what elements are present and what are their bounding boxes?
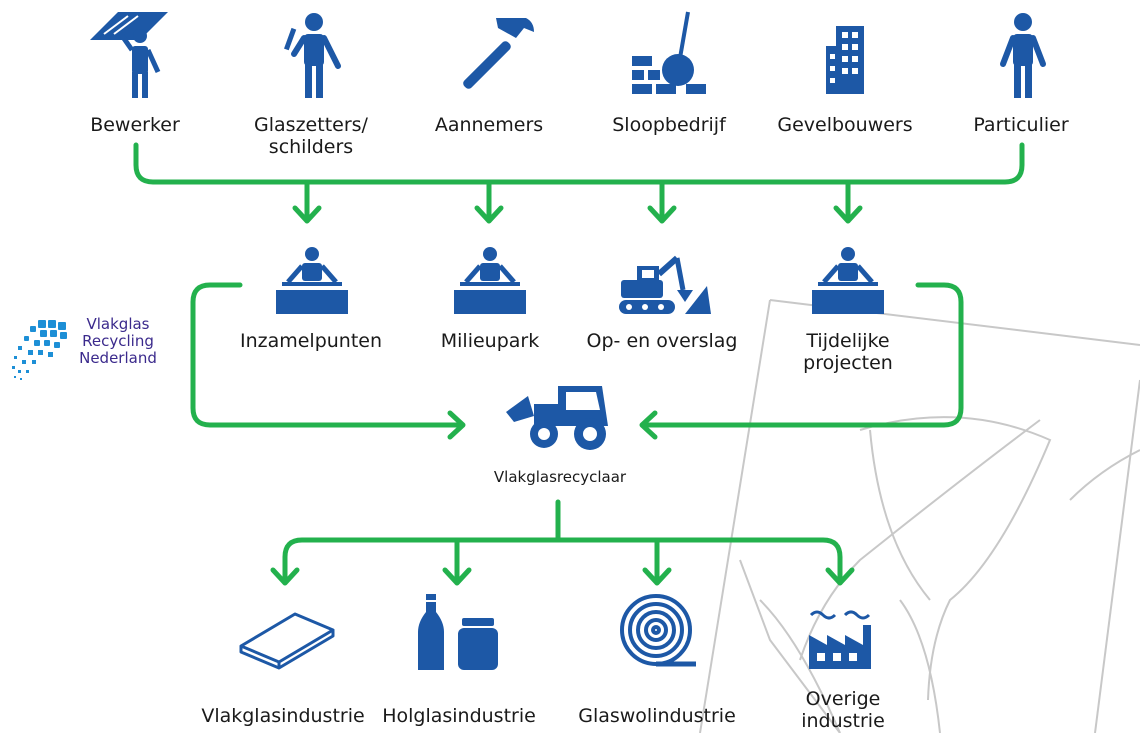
source-label-gevelbouwers: Gevelbouwers: [777, 114, 913, 136]
person-with-brush-icon: [284, 13, 341, 98]
glasswool-roll-icon: [620, 594, 696, 667]
glass-sheet-icon: [239, 612, 335, 670]
source-connector-line: [133, 142, 1025, 185]
collection-label-tijdelijke-projecten: Tijdelijke projecten: [803, 330, 893, 374]
bottle-and-jar-icon: [418, 594, 498, 670]
output-label-vlakglasindustrie: Vlakglasindustrie: [201, 705, 365, 727]
source-label-glaszetters: Glaszetters/ schilders: [254, 114, 368, 158]
wheel-loader-icon: [506, 386, 608, 450]
source-label-aannemers: Aannemers: [434, 114, 544, 136]
person-at-container-icon: [276, 247, 348, 314]
factory-icon: [809, 610, 871, 669]
person-at-container-icon: [454, 247, 526, 314]
excavator-icon: [619, 255, 711, 314]
person-carrying-glass-icon: [90, 12, 168, 98]
output-label-holglasindustrie: Holglasindustrie: [382, 705, 536, 727]
output-connector-line: [282, 537, 843, 581]
hammer-icon: [463, 18, 534, 89]
collection-label-op-en-overslag: Op- en overslag: [586, 330, 738, 352]
logo-text: Vlakglas Recycling Nederland: [78, 316, 158, 367]
logo-line-3: Nederland: [79, 349, 157, 367]
collection-label-inzamelpunten: Inzamelpunten: [239, 330, 383, 352]
left-return-line: [190, 282, 465, 428]
logo-line-1: Vlakglas: [86, 315, 150, 333]
logo-line-2: Recycling: [82, 332, 154, 350]
logo-mark-icon: [12, 320, 67, 380]
source-label-sloopbedrijf: Sloopbedrijf: [612, 114, 726, 136]
building-icon: [826, 26, 864, 94]
output-label-glaswolindustrie: Glaswolindustrie: [578, 705, 736, 727]
person-at-container-icon: [812, 247, 884, 314]
person-icon: [1000, 13, 1046, 98]
wrecking-ball-icon: [632, 11, 706, 94]
right-return-line: [640, 282, 964, 428]
recycler-label: Vlakglasrecyclaar: [493, 468, 627, 486]
source-label-bewerker: Bewerker: [90, 114, 180, 136]
vlakglas-recycling-logo: Vlakglas Recycling Nederland: [8, 316, 158, 386]
output-label-overige-industrie: Overige industrie: [801, 688, 885, 732]
collection-label-milieupark: Milieupark: [440, 330, 540, 352]
source-label-particulier: Particulier: [973, 114, 1069, 136]
